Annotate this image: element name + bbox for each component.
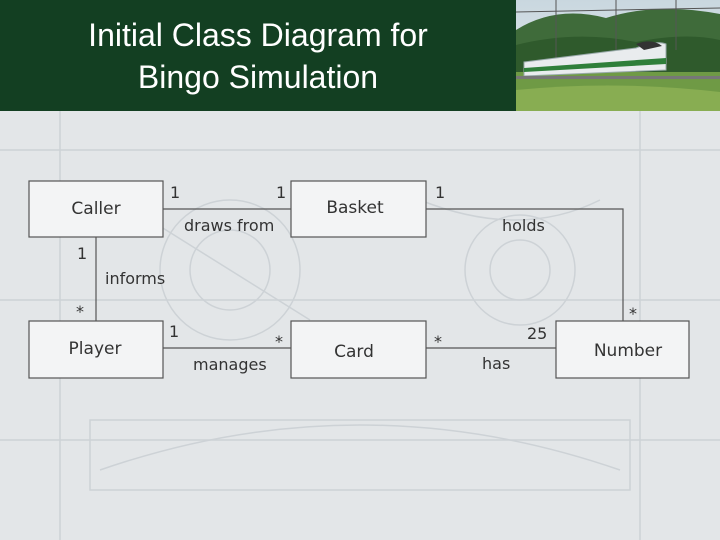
class-box-player	[28, 320, 164, 379]
assoc-label-has: has	[482, 354, 510, 373]
mult-player-card-player: 1	[169, 322, 179, 341]
mult-caller-player-caller: 1	[77, 244, 87, 263]
mult-caller-basket-caller: 1	[170, 183, 180, 202]
class-name-basket: Basket	[326, 198, 384, 218]
assoc-line-holds	[426, 208, 624, 321]
mult-caller-player-player: *	[76, 302, 84, 321]
assoc-label-manages: manages	[193, 355, 267, 374]
class-box-basket	[290, 180, 427, 238]
class-name-number: Number	[594, 341, 662, 361]
title-panel: Initial Class Diagram for Bingo Simulati…	[0, 0, 516, 111]
assoc-label-draws-from: draws from	[184, 216, 274, 235]
mult-basket-number-number: *	[629, 304, 637, 323]
class-box-caller	[28, 180, 164, 238]
class-box-number	[555, 320, 690, 379]
mult-basket-number-basket: 1	[435, 183, 445, 202]
assoc-label-holds: holds	[502, 216, 545, 235]
assoc-label-informs: informs	[105, 269, 165, 288]
mult-card-number-number: 25	[527, 324, 547, 343]
class-name-player: Player	[69, 339, 122, 359]
train-photo	[516, 0, 720, 111]
mult-caller-basket-basket: 1	[276, 183, 286, 202]
slide-title: Initial Class Diagram for Bingo Simulati…	[88, 17, 428, 95]
mult-player-card-card: *	[275, 332, 283, 351]
mult-card-number-card: *	[434, 332, 442, 351]
class-box-card	[290, 320, 427, 379]
class-name-card: Card	[334, 342, 374, 362]
class-name-caller: Caller	[71, 199, 120, 219]
